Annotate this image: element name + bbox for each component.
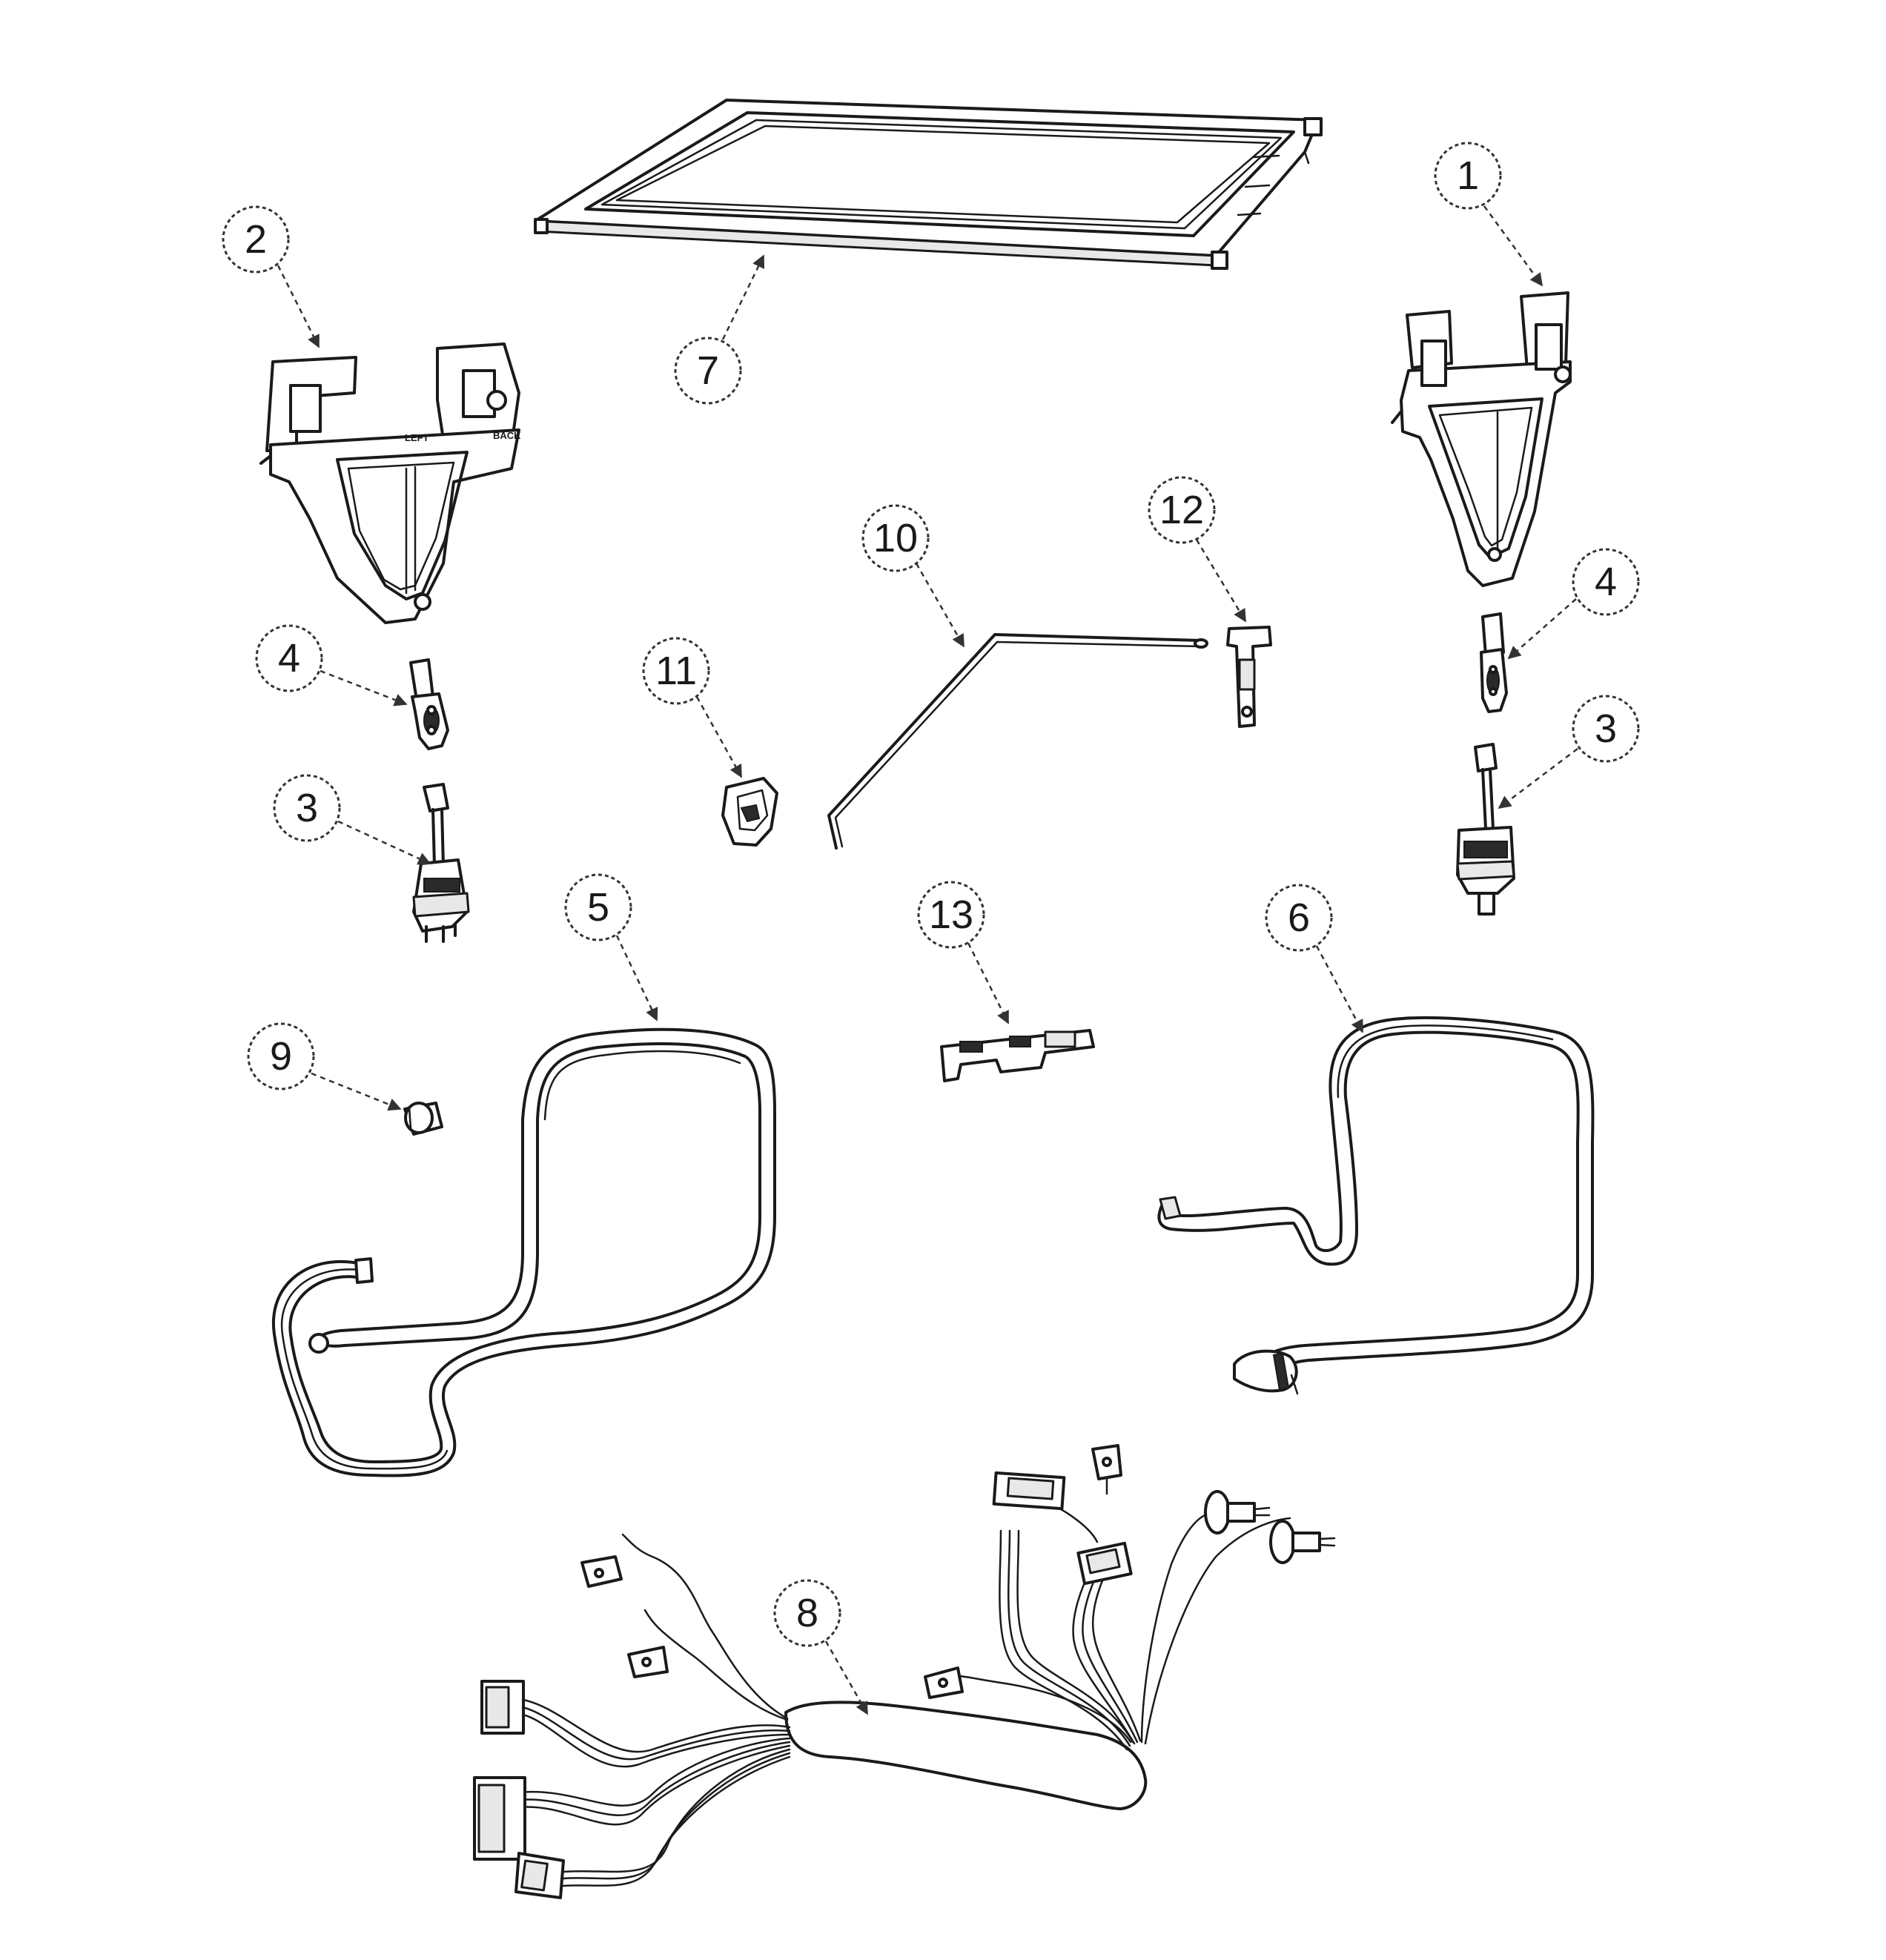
callout-5-label: 5 xyxy=(587,885,609,930)
part-7-shelf-frame xyxy=(534,99,1323,270)
callout-4-right: 4 xyxy=(1507,548,1640,660)
part-5-drain-hose xyxy=(271,1027,776,1477)
callout-4-right-label: 4 xyxy=(1595,560,1617,604)
callout-12: 12 xyxy=(1148,476,1247,623)
part-13-connector-bracket xyxy=(940,1029,1095,1082)
part-4-right-slide-insert xyxy=(1480,612,1508,713)
part-10-rod xyxy=(827,633,1208,850)
callout-6: 6 xyxy=(1265,884,1364,1033)
callout-2-label: 2 xyxy=(245,217,267,262)
left-marking: LEFT xyxy=(405,432,429,443)
part-12-hinge-piece xyxy=(1226,626,1272,728)
part-3-right-switch-assembly xyxy=(1456,743,1515,916)
callout-5: 5 xyxy=(564,873,658,1022)
part-11-clip xyxy=(721,777,778,847)
callout-11-label: 11 xyxy=(655,649,697,693)
callout-9-label: 9 xyxy=(270,1034,292,1079)
callout-7: 7 xyxy=(674,254,765,405)
part-9-cap xyxy=(403,1102,443,1136)
callout-12-label: 12 xyxy=(1159,488,1204,532)
callout-3-right: 3 xyxy=(1498,695,1640,810)
callout-4-left-label: 4 xyxy=(278,636,300,681)
callout-6-label: 6 xyxy=(1288,895,1310,940)
callout-1-label: 1 xyxy=(1457,153,1479,198)
callout-3-left: 3 xyxy=(273,774,431,865)
callout-2: 2 xyxy=(222,205,320,348)
part-3-left-switch-assembly xyxy=(412,783,470,943)
part-8-wire-harness xyxy=(473,1444,1336,1899)
callout-7-label: 7 xyxy=(697,348,719,393)
callout-1: 1 xyxy=(1434,142,1543,287)
back-marking: BACK xyxy=(493,430,521,441)
callout-8: 8 xyxy=(773,1579,869,1715)
callout-13: 13 xyxy=(917,881,1010,1024)
part-6-hose xyxy=(1157,1016,1595,1395)
callout-11: 11 xyxy=(642,637,743,778)
callout-13-label: 13 xyxy=(929,893,973,937)
part-4-left-slide-insert xyxy=(409,658,449,750)
callout-8-label: 8 xyxy=(796,1591,818,1635)
callout-3-left-label: 3 xyxy=(296,786,318,830)
callout-4-left: 4 xyxy=(255,624,408,706)
callout-10: 10 xyxy=(861,504,965,648)
part-2-left-shelf-bracket: LEFT BACK xyxy=(259,342,521,624)
part-1-right-shelf-bracket xyxy=(1391,291,1572,587)
callout-10-label: 10 xyxy=(873,516,918,560)
callout-3-right-label: 3 xyxy=(1595,706,1617,751)
callout-9: 9 xyxy=(247,1022,402,1111)
